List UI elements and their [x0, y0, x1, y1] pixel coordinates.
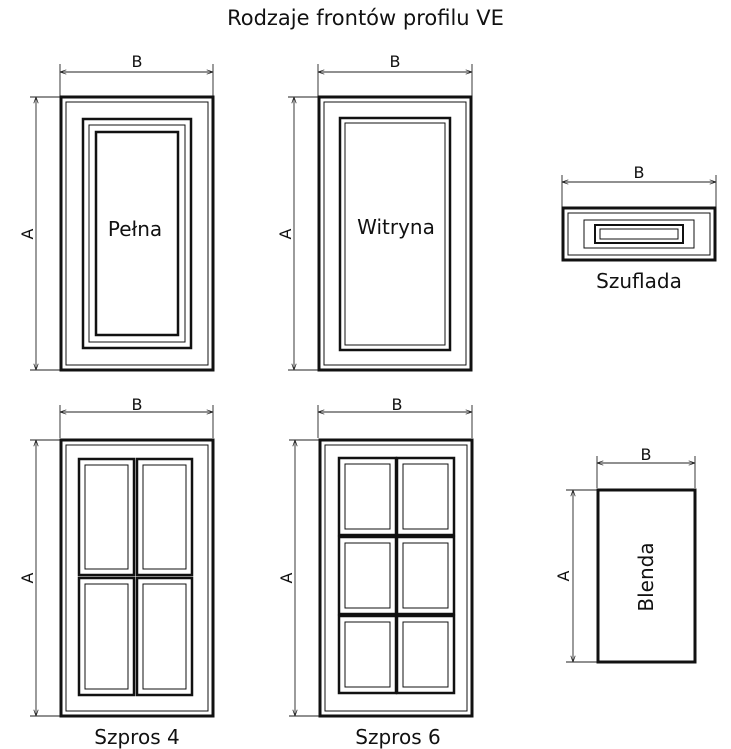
front-label-szpros-4: Szpros 4 — [94, 725, 179, 749]
dimension-label-b: B — [634, 163, 645, 182]
front-label-szpros-6: Szpros 6 — [355, 725, 440, 749]
pane — [77, 457, 136, 577]
pane — [395, 614, 456, 695]
glass-pane — [344, 122, 446, 346]
page-title: Rodzaje frontów profilu VE — [227, 6, 504, 30]
dimension-label-b: B — [641, 445, 652, 464]
dimension-label-b: B — [132, 395, 143, 414]
dimension-label-b: B — [132, 52, 143, 71]
front-szpros-4: B A Szpros 4 — [18, 395, 215, 749]
pane — [337, 614, 398, 695]
pane — [337, 456, 398, 537]
dimension-label-a: A — [554, 570, 573, 581]
pane — [77, 576, 136, 697]
pane — [395, 456, 456, 537]
drawer-panel-inner — [599, 228, 679, 240]
pane — [135, 457, 194, 577]
pane — [135, 576, 194, 697]
front-szpros-6: B A — [277, 395, 474, 749]
pane — [395, 535, 456, 616]
panel-inner — [94, 130, 180, 337]
dimension-label-a: A — [18, 572, 37, 583]
blenda-panel — [596, 488, 697, 664]
dimension-label-b: B — [390, 52, 401, 71]
front-label-szuflada: Szuflada — [596, 269, 682, 293]
front-label-witryna: Witryna — [357, 215, 435, 239]
front-blenda: B A Blenda — [554, 445, 697, 664]
dimension-label-a: A — [18, 228, 37, 239]
front-witryna: B A Witryna — [276, 52, 473, 372]
front-label-pelna: Pełna — [108, 217, 162, 241]
pane — [337, 535, 398, 616]
front-pelna: B A Pełna — [18, 52, 215, 372]
dimension-label-a: A — [277, 572, 296, 583]
dimension-label-b: B — [392, 395, 403, 414]
front-szuflada: B Szuflada — [561, 163, 717, 293]
dimension-label-a: A — [276, 228, 295, 239]
front-label-blenda: Blenda — [634, 542, 658, 611]
